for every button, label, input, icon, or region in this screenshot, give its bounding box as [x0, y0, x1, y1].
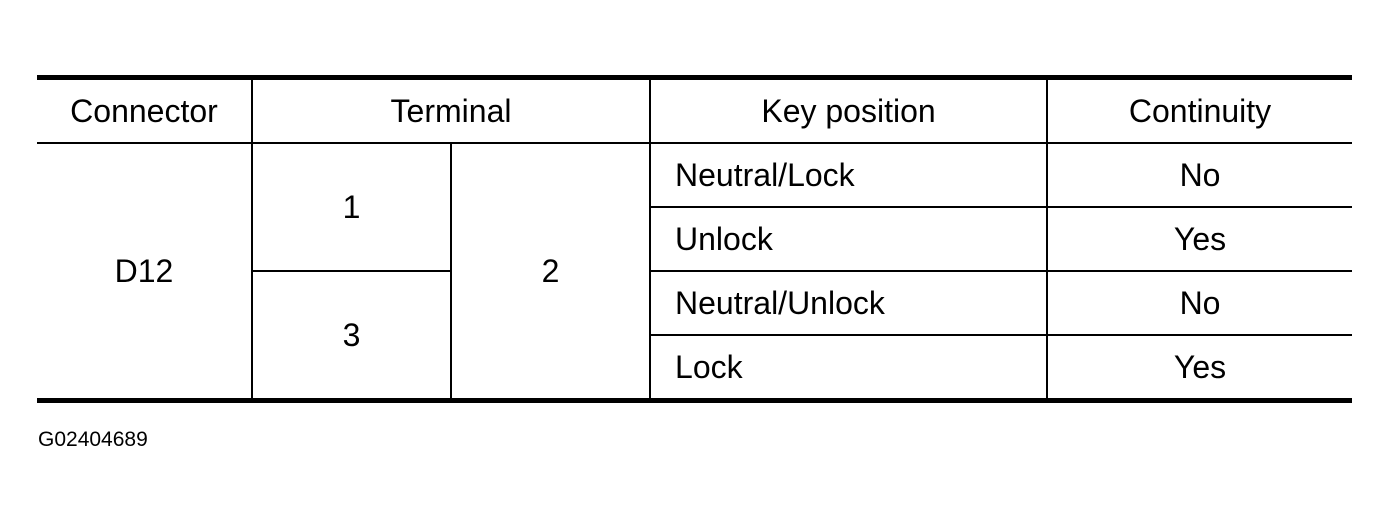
terminal-a-cell: 1 — [251, 142, 452, 272]
continuity-table: Connector Terminal Key position Continui… — [37, 75, 1353, 403]
connector-cell: D12 — [37, 142, 253, 403]
key-position-cell: Lock — [650, 334, 1049, 403]
figure-id: G02404689 — [38, 428, 148, 451]
continuity-cell: No — [1046, 270, 1353, 336]
header-key-position: Key position — [649, 75, 1049, 144]
header-terminal: Terminal — [250, 75, 652, 144]
terminal-b-cell: 2 — [449, 142, 652, 403]
header-continuity: Continuity — [1046, 75, 1353, 144]
continuity-cell: Yes — [1046, 206, 1353, 272]
table-row: Unlock Yes — [37, 206, 1353, 272]
table-row: D12 1 2 Neutral/Lock No — [37, 142, 1353, 403]
key-position-cell: Unlock — [650, 206, 1049, 272]
key-position-cell: Neutral/Lock — [649, 142, 1049, 208]
table-header-row: Connector Terminal Key position Continui… — [37, 75, 1353, 144]
key-position-cell: Neutral/Unlock — [649, 270, 1049, 336]
continuity-cell: No — [1046, 142, 1353, 208]
continuity-cell: Yes — [1046, 334, 1353, 403]
header-connector: Connector — [37, 75, 253, 144]
table-row: 3 Neutral/Unlock No — [37, 270, 1353, 403]
table-row: Lock Yes — [37, 334, 1353, 403]
terminal-a-cell: 3 — [252, 270, 452, 403]
